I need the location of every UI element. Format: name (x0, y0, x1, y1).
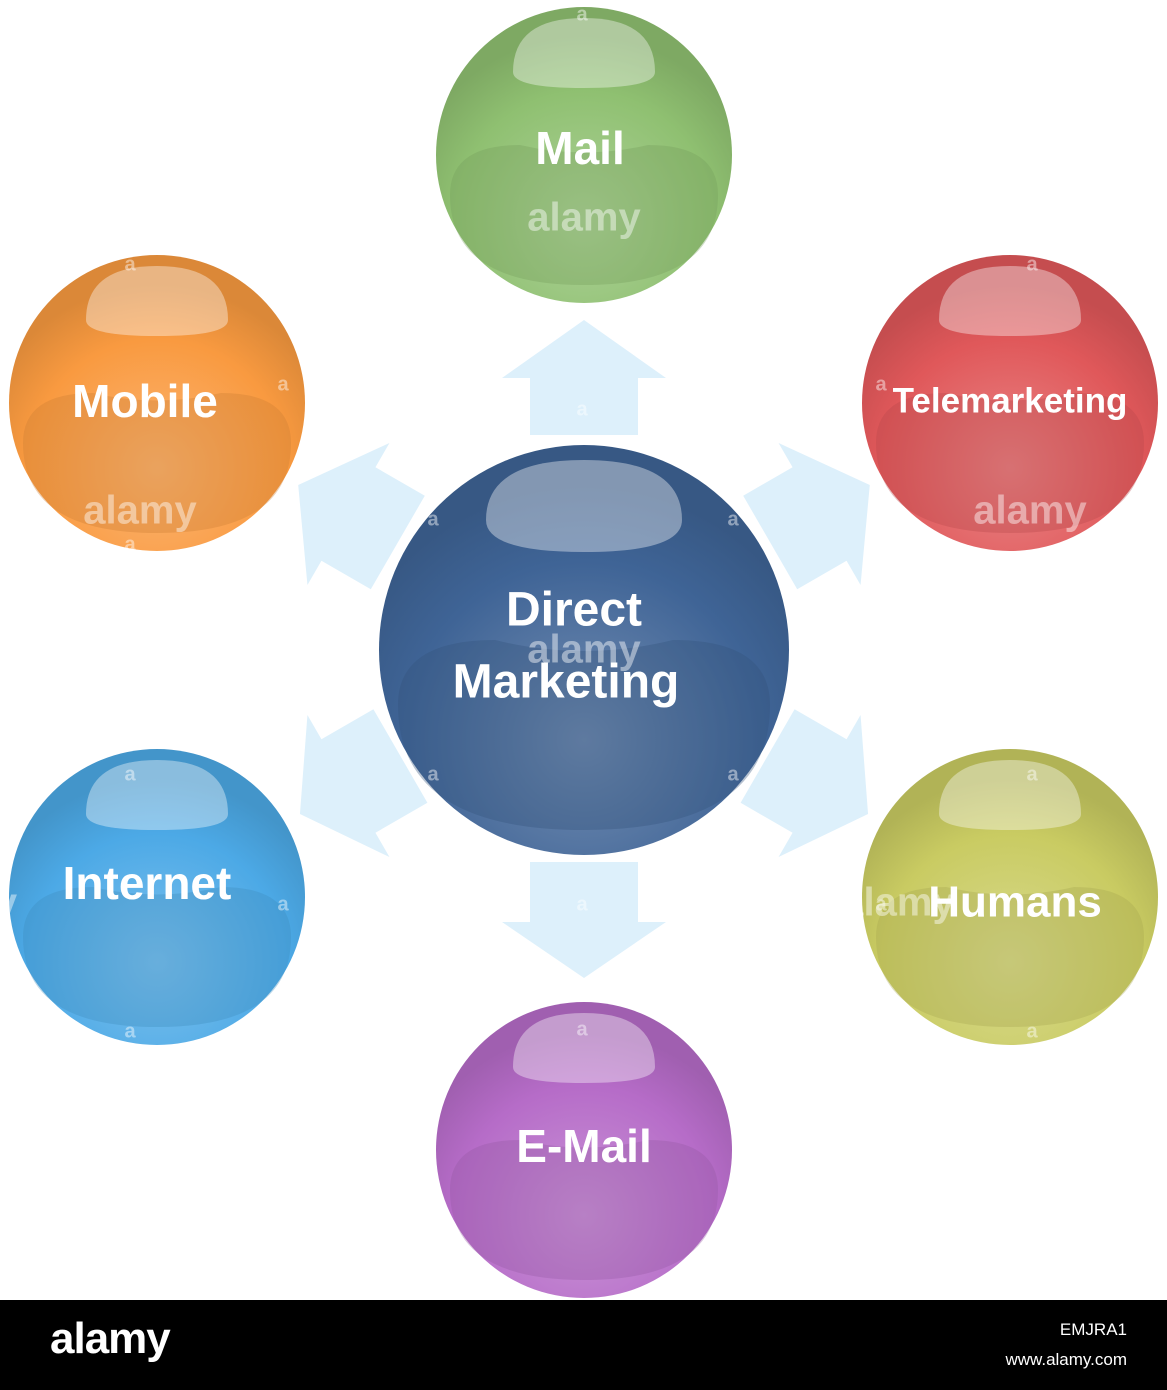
node-internet: y Internet (0, 749, 305, 1045)
svg-text:a: a (124, 763, 136, 785)
node-label-email: E-Mail (516, 1120, 651, 1172)
watermark: alamy (527, 628, 641, 672)
node-direct-marketing: alamy Direct Marketing (379, 445, 789, 855)
svg-text:a: a (1026, 1020, 1038, 1042)
watermark-footer: alamy EMJRA1 www.alamy.com (0, 1300, 1167, 1390)
bubble-internet (9, 749, 305, 1045)
center-label-line1: Direct (506, 584, 642, 637)
diagram-canvas: alamy Mail alamy Telemarketing alamy Hum… (0, 3, 1158, 1298)
svg-text:a: a (124, 253, 136, 275)
svg-text:a: a (875, 373, 887, 395)
diagram: alamy Mail alamy Telemarketing alamy Hum… (0, 3, 1158, 1298)
arrow-to-internet (740, 709, 869, 858)
node-humans: alamy Humans (841, 749, 1158, 1045)
node-mobile: alamy Mobile (9, 255, 305, 551)
node-label-mail: Mail (535, 122, 624, 174)
svg-text:a: a (277, 373, 289, 395)
bubble-direct-marketing (379, 445, 789, 855)
svg-text:a: a (277, 893, 289, 915)
bubble-mail (436, 7, 732, 303)
alamy-logo: alamy (50, 1314, 171, 1363)
watermark: alamy (83, 489, 197, 533)
svg-text:a: a (576, 1018, 588, 1040)
watermark: alamy (527, 196, 641, 240)
image-id: EMJRA1 (1059, 1320, 1127, 1339)
arrow-to-mobile (743, 442, 870, 590)
watermark-letters: a a a a a a a a a a a a a a a a a a a (124, 3, 1038, 1042)
bubble-mobile (9, 255, 305, 551)
svg-text:a: a (427, 763, 439, 785)
node-mail: alamy Mail (436, 7, 732, 303)
watermark: alamy (841, 881, 955, 925)
site-url: www.alamy.com (1005, 1350, 1127, 1369)
node-label-humans: Humans (928, 878, 1102, 927)
node-telemarketing: alamy Telemarketing (862, 255, 1158, 551)
svg-text:a: a (427, 508, 439, 530)
arrows (298, 320, 870, 978)
svg-text:a: a (875, 893, 887, 915)
arrow-to-telemarketing (298, 442, 425, 590)
node-label-mobile: Mobile (72, 375, 218, 427)
svg-text:a: a (1026, 763, 1038, 785)
arrow-to-humans (299, 709, 428, 858)
svg-text:a: a (124, 1020, 136, 1042)
bubble-email (436, 1002, 732, 1298)
node-label-telemarketing: Telemarketing (893, 381, 1128, 420)
svg-text:a: a (124, 533, 136, 555)
center-label-line2: Marketing (453, 656, 680, 709)
svg-text:a: a (727, 763, 739, 785)
arrow-to-email (502, 862, 666, 978)
watermark: y (0, 881, 18, 925)
svg-text:a: a (576, 398, 588, 420)
svg-text:a: a (727, 508, 739, 530)
bubble-humans (862, 749, 1158, 1045)
svg-text:a: a (1026, 253, 1038, 275)
watermark: alamy (973, 489, 1087, 533)
arrow-to-mail (502, 320, 666, 435)
svg-text:a: a (576, 3, 588, 25)
node-label-internet: Internet (63, 857, 232, 909)
bubble-telemarketing (862, 255, 1158, 551)
svg-text:a: a (576, 893, 588, 915)
node-email: E-Mail (436, 1002, 732, 1298)
